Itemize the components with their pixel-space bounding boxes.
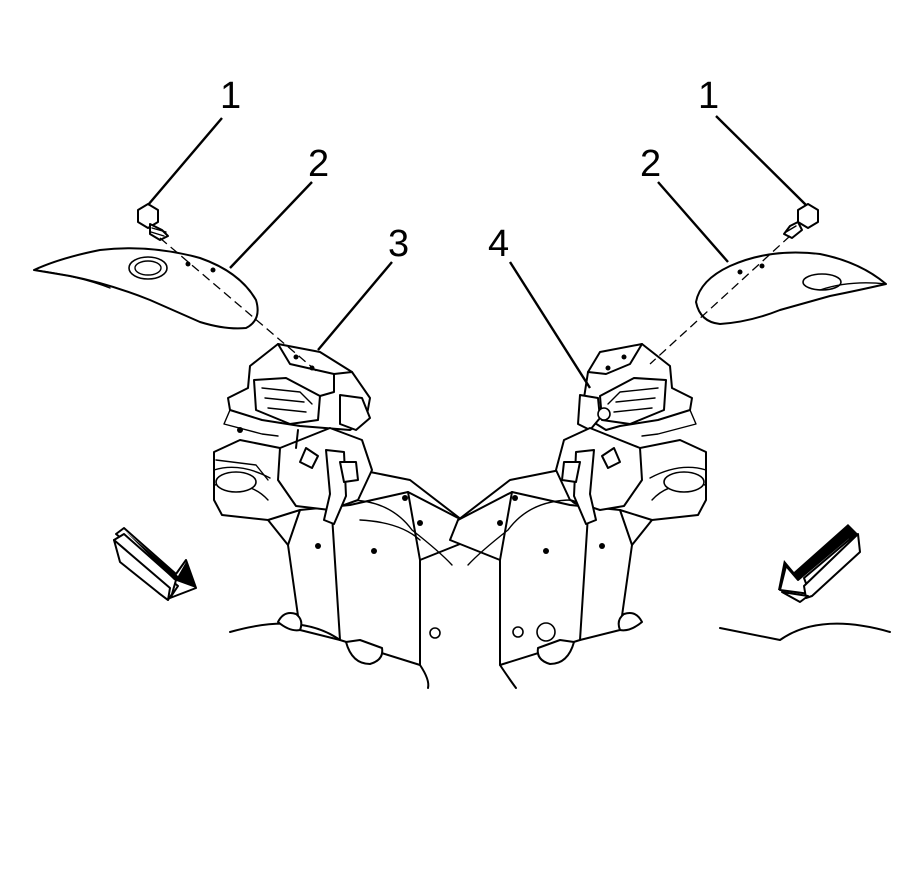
front-direction-arrow-icon-left xyxy=(113,527,197,601)
left-engine-mount xyxy=(223,343,373,525)
left-heat-shield xyxy=(33,247,259,330)
left-install-axis xyxy=(159,237,321,375)
left-shield-callout: 2 xyxy=(308,143,329,185)
right-engine-mount xyxy=(555,343,697,525)
front-direction-arrow-icon-right xyxy=(778,524,861,603)
right-shield-leader xyxy=(657,181,729,263)
left-bolt xyxy=(137,203,169,241)
right-frame xyxy=(449,439,891,689)
right-assembly: 1 2 4 xyxy=(449,75,891,689)
left-assembly: 1 2 3 xyxy=(33,75,471,689)
right-bolt-callout: 1 xyxy=(698,75,719,117)
left-frame xyxy=(213,427,471,689)
left-bolt-callout: 1 xyxy=(220,75,241,117)
right-shield-callout: 2 xyxy=(640,143,661,185)
right-bolt-leader xyxy=(715,115,807,206)
right-heat-shield xyxy=(695,251,887,325)
left-mount-callout: 3 xyxy=(388,223,409,265)
right-bolt xyxy=(783,203,819,239)
right-mount-leader xyxy=(508,261,592,389)
left-shield-leader xyxy=(229,181,313,269)
left-bolt-leader xyxy=(147,117,223,206)
right-mount-callout: 4 xyxy=(488,223,509,265)
right-install-axis xyxy=(649,235,791,365)
left-mount-leader xyxy=(317,261,393,351)
